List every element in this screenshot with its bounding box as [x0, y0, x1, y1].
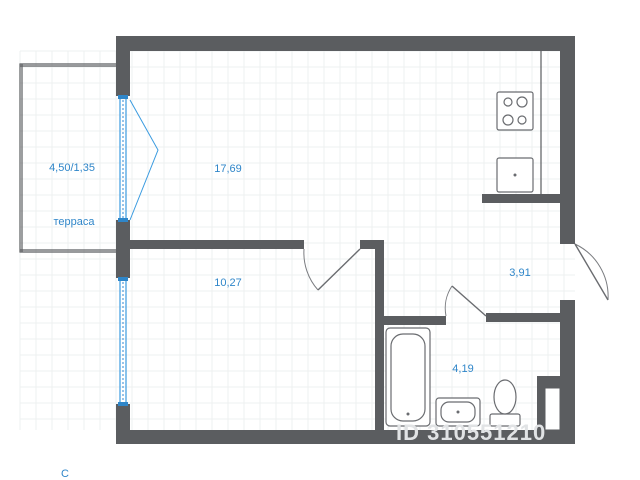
terrace [19, 63, 117, 253]
door-bathroom [444, 285, 487, 317]
toilet-icon [489, 379, 521, 427]
terrace-area-label: 4,50/1,35 [49, 162, 95, 174]
window-bedroom [118, 277, 128, 406]
sink-icon [496, 157, 534, 193]
compass-label: С [61, 468, 69, 480]
terrace-name-label: терраса [53, 216, 95, 228]
walls [116, 36, 575, 444]
watermark: ID 310551210 [396, 420, 546, 445]
stove-icon [496, 91, 534, 131]
window-living [118, 95, 159, 222]
living-room-area-label: 17,69 [214, 163, 242, 175]
hallway-area-label: 3,91 [509, 267, 530, 279]
door-entrance [574, 243, 609, 301]
bedroom-area-label: 10,27 [214, 277, 242, 289]
bathroom-area-label: 4,19 [452, 363, 473, 375]
bathtub-icon [385, 327, 431, 427]
washbasin-icon [435, 397, 481, 427]
door-bedroom [303, 248, 361, 291]
